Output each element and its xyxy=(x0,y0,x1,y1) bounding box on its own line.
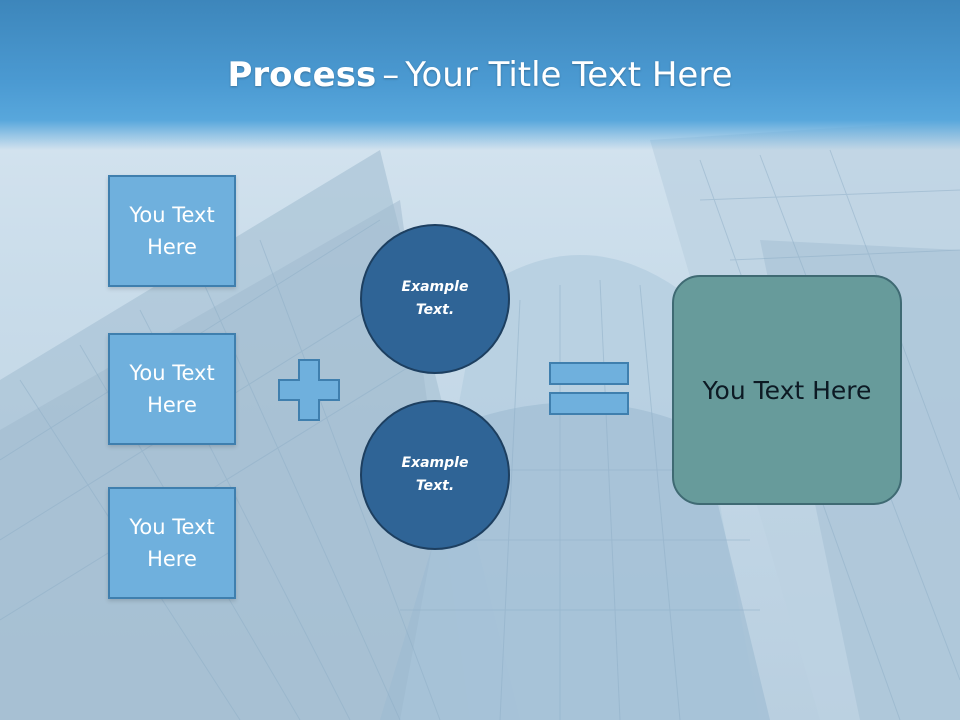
example-circle-1[interactable]: Example Text. xyxy=(360,224,510,374)
equals-icon xyxy=(549,362,629,415)
title-dash: – xyxy=(382,55,400,95)
plus-icon xyxy=(278,359,340,421)
title-text: Your Title Text Here xyxy=(405,55,733,95)
page-title: Process–Your Title Text Here xyxy=(0,52,960,98)
text-box-2[interactable]: You Text Here xyxy=(108,333,236,445)
example-circle-2[interactable]: Example Text. xyxy=(360,400,510,550)
title-bold: Process xyxy=(227,55,377,95)
text-box-3[interactable]: You Text Here xyxy=(108,487,236,599)
result-box[interactable]: You Text Here xyxy=(672,275,902,505)
header-band xyxy=(0,0,960,150)
text-box-1[interactable]: You Text Here xyxy=(108,175,236,287)
